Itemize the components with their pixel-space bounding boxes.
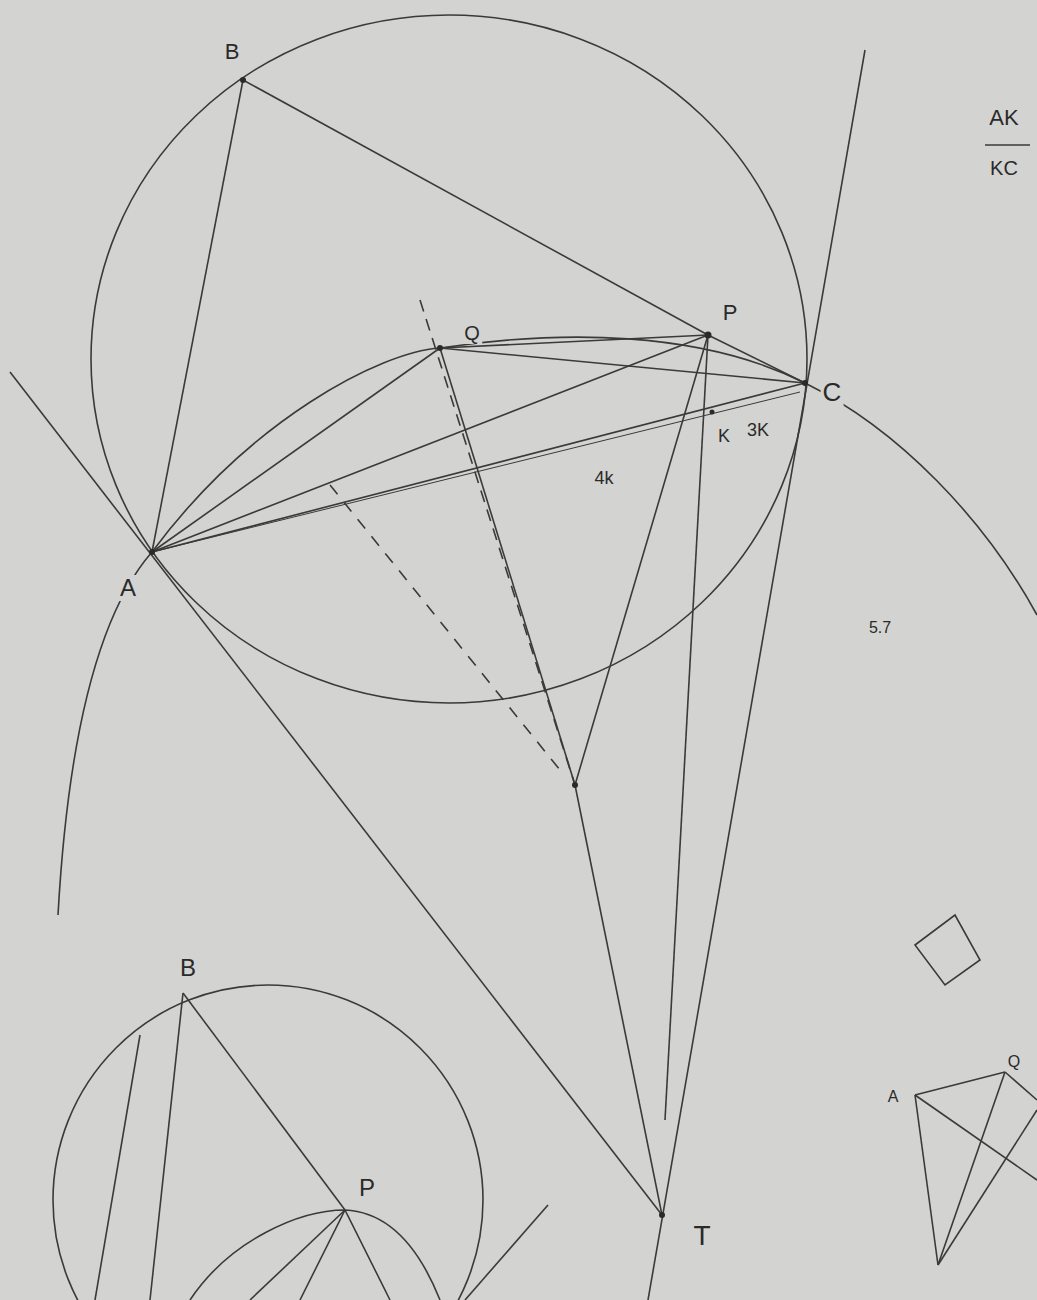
point-label: B: [178, 955, 198, 981]
small-arc: [190, 1210, 440, 1300]
point-label: C: [821, 378, 844, 406]
point: [705, 332, 712, 339]
tangent: [465, 1205, 548, 1300]
segment: [183, 993, 345, 1210]
segment: [300, 1210, 345, 1300]
point: [659, 1212, 665, 1218]
segment-ac-double: [152, 392, 800, 552]
point: [149, 549, 155, 555]
segment-vt: [575, 785, 662, 1215]
segment-pv: [575, 335, 708, 785]
segment: [150, 993, 183, 1300]
point-label: K: [716, 426, 732, 446]
small-circle: [53, 985, 483, 1300]
segment-aq: [152, 348, 440, 552]
segment: [938, 1110, 1037, 1265]
point: [710, 410, 715, 415]
point-label: Q: [462, 322, 482, 344]
point-label: KC: [988, 157, 1020, 179]
segment-bp: [243, 80, 708, 335]
segment: [915, 1072, 1005, 1095]
point-label: B: [223, 40, 242, 64]
point-label: P: [357, 1175, 377, 1201]
segment: [95, 1035, 140, 1300]
fraction-bar: [985, 144, 1030, 146]
point-label: A: [886, 1088, 901, 1106]
point-label: Q: [1006, 1053, 1022, 1071]
segment: [938, 1072, 1005, 1265]
tangent-a: [10, 372, 662, 1215]
point: [240, 77, 246, 83]
point: [802, 380, 808, 386]
segment-pk: [665, 335, 708, 1120]
segment: [345, 1210, 390, 1300]
point-label: P: [721, 301, 740, 325]
dashed-line: [330, 485, 560, 770]
point-label: AK: [987, 106, 1020, 130]
point: [572, 782, 578, 788]
segment-pc: [708, 335, 805, 383]
point-label: 5.7: [867, 619, 893, 637]
circumcircle: [91, 15, 807, 703]
segment-qc: [440, 348, 805, 383]
dashed-line: [420, 300, 575, 785]
segment-ba: [152, 80, 243, 552]
segment: [915, 1095, 938, 1265]
point-label: A: [118, 575, 138, 601]
segment-ap: [152, 335, 708, 552]
arc-curve: [58, 337, 1037, 915]
square-mark: [915, 915, 980, 985]
segment: [1005, 1072, 1037, 1100]
point-label: 4k: [592, 468, 615, 488]
segment: [250, 1210, 345, 1300]
point-label: 3K: [745, 420, 771, 440]
point-label: T: [691, 1221, 712, 1251]
point: [437, 345, 443, 351]
tangent-c: [648, 50, 865, 1300]
segment-ac: [152, 383, 805, 552]
